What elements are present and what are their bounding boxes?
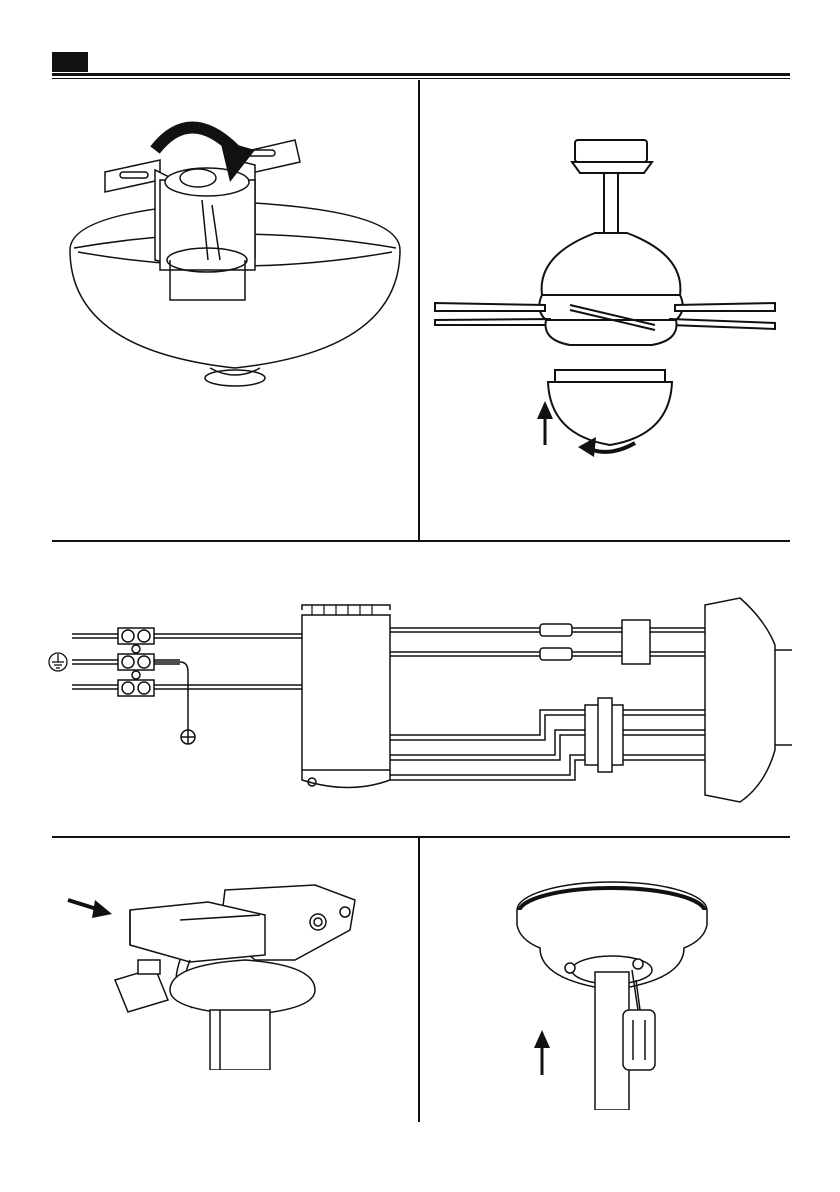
up-arrow-icon [534,1030,550,1075]
fan-light-kit-illustration [430,135,780,465]
divider-middle-top [52,540,790,542]
canopy-screw-svg [500,860,730,1110]
insert-arrow-icon [68,900,112,918]
fan-light-kit-svg [430,135,780,465]
canopy-screw-illustration [500,860,730,1110]
divider-bottom [418,838,420,1122]
wiring-diagram [40,590,800,815]
receiver-insert-illustration [60,860,410,1070]
divider-top [418,80,420,540]
section-tab [52,52,88,72]
canopy-bracket-illustration [60,110,410,390]
ground-symbol-icon [49,653,67,671]
wiring-diagram-svg [40,590,800,815]
header-rule-thin [52,78,790,79]
header-rule [52,73,790,76]
receiver-insert-svg [60,860,410,1070]
divider-middle-bottom [52,836,790,838]
canopy-bracket-svg [60,110,410,390]
up-arrow-icon [537,401,553,445]
